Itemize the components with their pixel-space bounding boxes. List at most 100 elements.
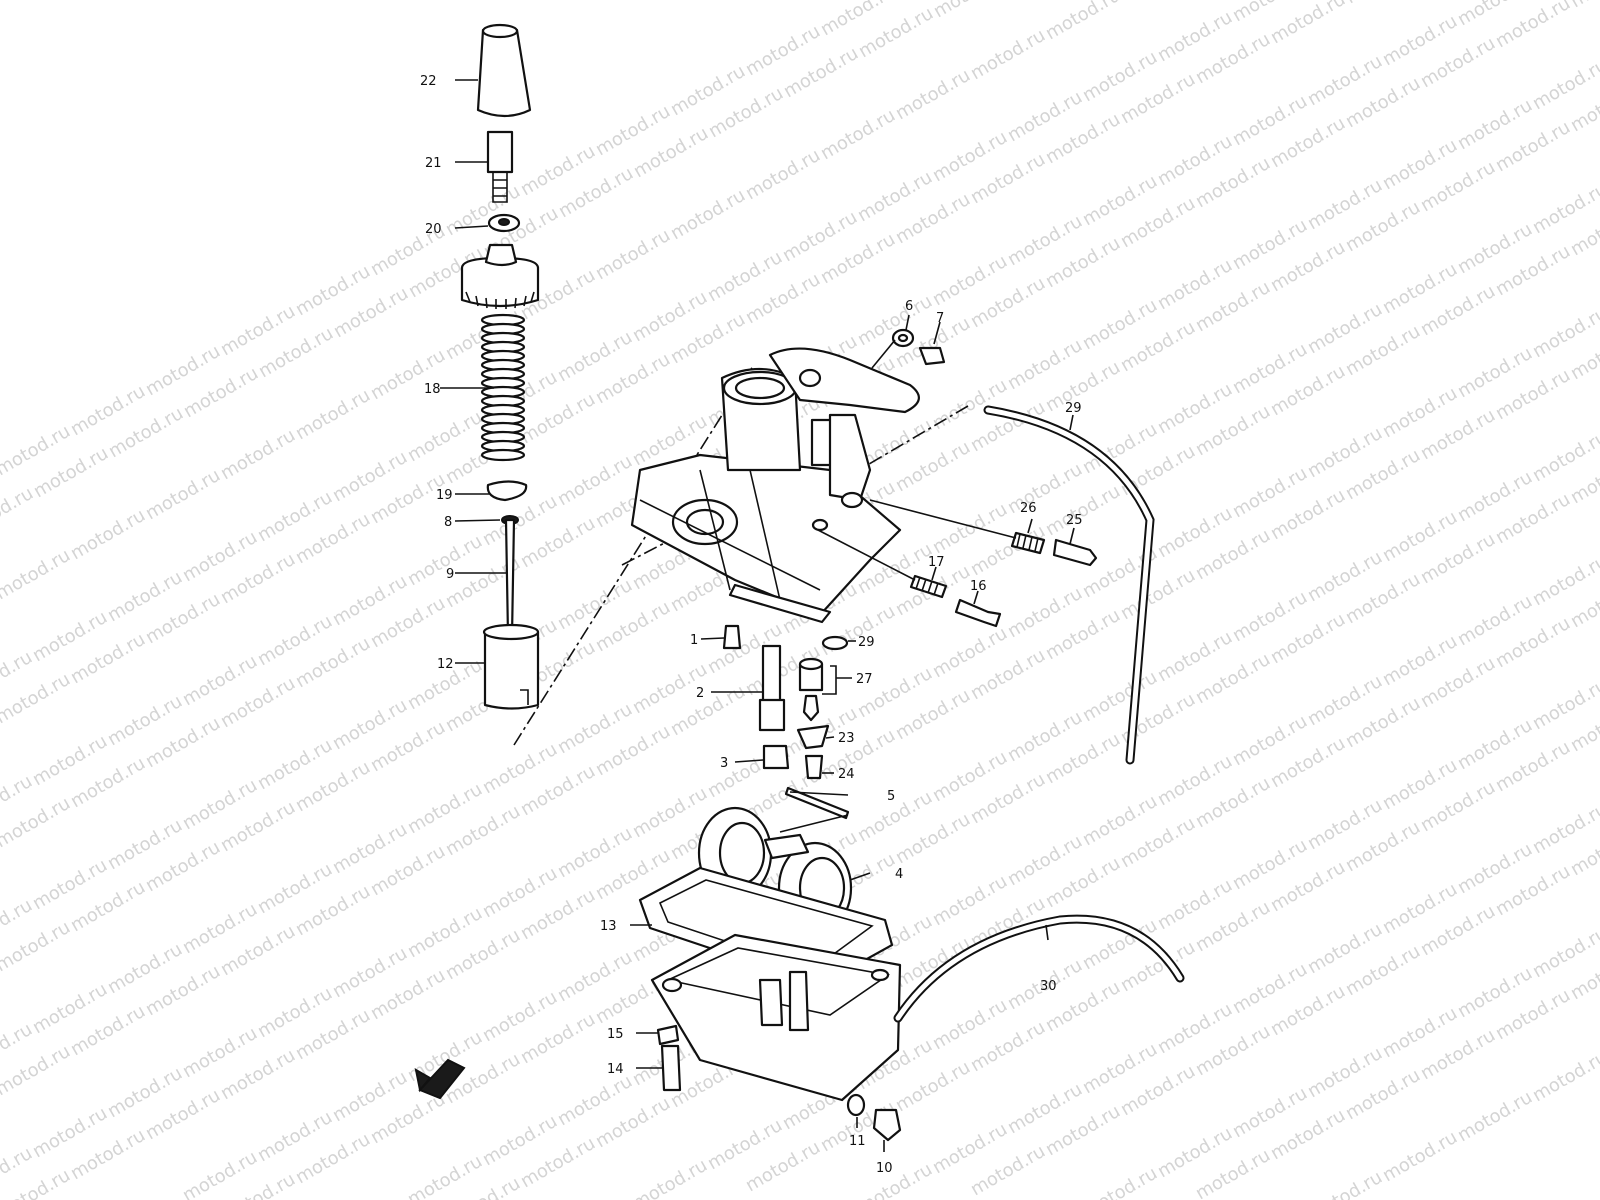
pilot-air-screw bbox=[1052, 538, 1098, 567]
watermark-text: motod.ru bbox=[292, 385, 374, 444]
o-ring bbox=[821, 635, 849, 651]
lever-from-washer-line bbox=[871, 339, 896, 369]
callout-12: 12 bbox=[437, 657, 454, 672]
callout-4: 4 bbox=[895, 867, 903, 882]
callout-1: 1 bbox=[690, 633, 698, 648]
callout-29-hose: 29 bbox=[1065, 401, 1082, 416]
alignment-line-hose bbox=[851, 405, 969, 475]
bowl-washer bbox=[656, 1024, 680, 1046]
idle-screw bbox=[954, 598, 1002, 628]
watermark-text: motod.ru bbox=[742, 145, 824, 204]
callout-29-oring: 29 bbox=[858, 635, 875, 650]
overflow-hose-inner bbox=[895, 916, 1183, 1021]
throttle-valve bbox=[483, 630, 540, 710]
callout-30: 30 bbox=[1040, 979, 1057, 994]
callout-18: 18 bbox=[424, 382, 441, 397]
callout-5: 5 bbox=[887, 789, 895, 804]
main-jet bbox=[762, 744, 790, 770]
float-pin bbox=[784, 786, 850, 820]
watermark-text: motod.ru bbox=[404, 1151, 486, 1200]
watermark-text: motod.ru bbox=[1379, 1127, 1461, 1186]
leader-lines bbox=[440, 79, 1075, 1152]
watermark-text: motod.ru bbox=[0, 483, 37, 542]
watermark-text: motod.ru bbox=[142, 465, 224, 524]
watermark-text: motod.ru bbox=[1267, 0, 1349, 48]
watermark-text: motod.ru bbox=[592, 225, 674, 284]
washer-lever-hole bbox=[897, 333, 909, 343]
float-needle-seat-top bbox=[798, 657, 824, 671]
watermark-text: motod.ru bbox=[1117, 0, 1199, 4]
lever-screw bbox=[918, 346, 946, 366]
jet-needle bbox=[504, 518, 516, 638]
callout-2: 2 bbox=[696, 686, 704, 701]
callout-24: 24 bbox=[838, 767, 855, 782]
needle-clip bbox=[486, 480, 528, 502]
callout-10: 10 bbox=[876, 1161, 893, 1176]
float-needle bbox=[802, 694, 820, 722]
callout-16: 16 bbox=[970, 579, 987, 594]
mixing-chamber-top bbox=[460, 256, 540, 308]
watermark-text: motod.ru bbox=[930, 0, 1012, 22]
watermark-text: motod.ru bbox=[1454, 1087, 1536, 1146]
drain-washer bbox=[846, 1093, 866, 1117]
lock-nut-hole bbox=[498, 218, 510, 226]
plate-screw bbox=[804, 754, 824, 780]
carburetor-body bbox=[630, 347, 920, 624]
needle-jet-hex bbox=[758, 698, 786, 732]
callout-13: 13 bbox=[600, 919, 617, 934]
vent-hose-upper-inner bbox=[985, 407, 1153, 763]
float-pin-line bbox=[779, 814, 849, 833]
callout-3: 3 bbox=[720, 756, 728, 771]
watermark-text: motod.ru bbox=[0, 545, 74, 604]
callout-17: 17 bbox=[928, 555, 945, 570]
watermark-text: motod.ru bbox=[1079, 1163, 1161, 1200]
throttle-valve-top bbox=[482, 623, 540, 641]
cable-adjuster-thread bbox=[492, 172, 508, 203]
watermark-text: motod.ru bbox=[967, 25, 1049, 84]
watermark-text: motod.ru bbox=[217, 425, 299, 484]
idle-spring bbox=[909, 574, 948, 599]
float-bowl-gasket-inner bbox=[658, 879, 874, 971]
callout-21: 21 bbox=[425, 156, 442, 171]
callout-labels: 22 21 20 18 19 8 9 12 6 7 29 26 25 17 16… bbox=[420, 74, 1083, 1176]
drain-plug bbox=[872, 1108, 902, 1142]
watermark-text: motod.ru bbox=[629, 1155, 711, 1200]
idle-line bbox=[817, 529, 916, 581]
callout-25: 25 bbox=[1066, 513, 1083, 528]
watermark-text: motod.ru bbox=[1529, 1047, 1600, 1106]
pilot-line bbox=[869, 499, 1017, 539]
mixing-chamber-top-boss bbox=[484, 243, 518, 267]
watermark-text: motod.ru bbox=[817, 105, 899, 164]
watermark-text: motod.ru bbox=[892, 65, 974, 124]
watermark-text: motod.ru bbox=[1042, 0, 1124, 44]
pilot-spring-coils bbox=[1016, 533, 1039, 552]
callout-7: 7 bbox=[936, 311, 944, 326]
watermark-text: motod.ru bbox=[1342, 0, 1424, 8]
cable-adjuster bbox=[486, 130, 514, 174]
callout-8: 8 bbox=[444, 515, 452, 530]
throttle-spring bbox=[480, 313, 526, 462]
cap-rubber bbox=[476, 28, 532, 118]
callout-9: 9 bbox=[446, 567, 454, 582]
idle-spring-coils bbox=[915, 576, 939, 596]
watermark-text: motod.ru bbox=[854, 1159, 936, 1200]
throttle-valve-slot bbox=[520, 689, 529, 705]
callout-6: 6 bbox=[905, 299, 913, 314]
callout-11: 11 bbox=[849, 1134, 866, 1149]
pilot-jet bbox=[722, 624, 742, 650]
cap-rubber-top bbox=[481, 23, 519, 39]
callout-23: 23 bbox=[838, 731, 855, 746]
bowl-screw bbox=[660, 1044, 682, 1092]
spring-coil bbox=[480, 448, 526, 462]
callout-26: 26 bbox=[1020, 501, 1037, 516]
needle-jet bbox=[761, 644, 782, 706]
watermark-text: motod.ru bbox=[67, 505, 149, 564]
callout-15: 15 bbox=[607, 1027, 624, 1042]
front-direction-arrow bbox=[414, 1058, 466, 1100]
watermark-text: motod.ru bbox=[667, 185, 749, 244]
float-bowl bbox=[650, 933, 902, 1102]
callout-27: 27 bbox=[856, 672, 873, 687]
callout-20: 20 bbox=[425, 222, 442, 237]
top-knurl bbox=[465, 291, 535, 309]
